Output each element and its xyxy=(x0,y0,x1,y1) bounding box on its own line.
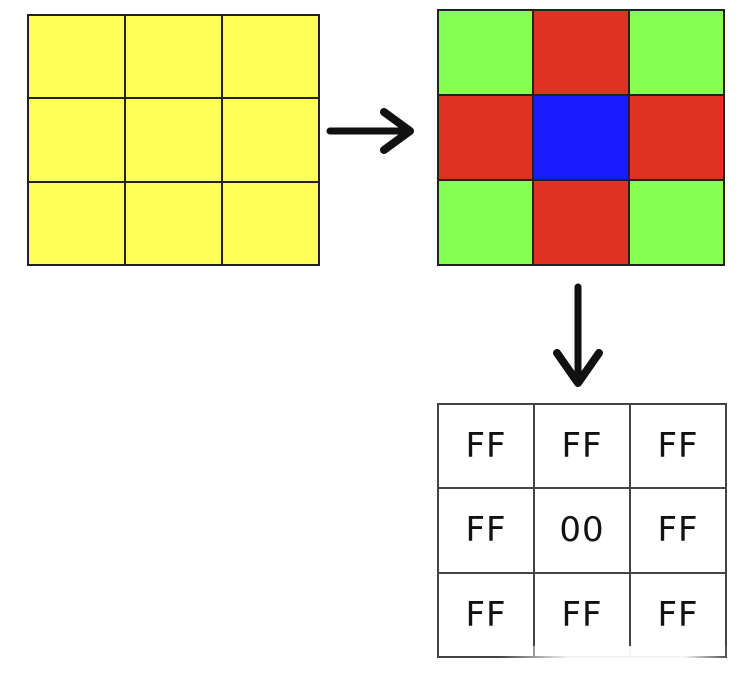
hex-cell: FF xyxy=(630,572,726,657)
input-cell xyxy=(28,181,125,265)
color-filter-grid xyxy=(437,9,725,266)
arrow-right-icon xyxy=(326,108,414,154)
filter-cell xyxy=(628,95,724,180)
input-cell xyxy=(222,98,319,182)
input-cell xyxy=(125,98,222,182)
hex-cell: FF xyxy=(438,572,534,657)
hex-cell: FF xyxy=(630,488,726,573)
filter-cell xyxy=(533,10,629,95)
filter-cell xyxy=(628,180,724,265)
input-cell xyxy=(222,181,319,265)
hex-cell: FF xyxy=(438,488,534,573)
arrow-down-icon xyxy=(553,283,603,387)
filter-cell xyxy=(628,10,724,95)
hex-cell: FF xyxy=(438,404,534,489)
input-cell xyxy=(222,15,319,99)
hex-cell: FF xyxy=(534,572,630,657)
filter-cell xyxy=(533,95,629,180)
filter-cell xyxy=(438,180,534,265)
hex-cell: 00 xyxy=(534,488,630,573)
input-cell xyxy=(28,15,125,99)
hex-cell: FF xyxy=(630,404,726,489)
filter-cell xyxy=(438,10,534,95)
bottom-fade xyxy=(500,646,730,660)
input-cell xyxy=(28,98,125,182)
filter-cell xyxy=(533,180,629,265)
yellow-input-grid xyxy=(27,14,320,266)
filter-cell xyxy=(438,95,534,180)
hex-cell: FF xyxy=(534,404,630,489)
hex-value-grid: FF FF FF FF 00 FF FF FF FF xyxy=(437,403,727,658)
input-cell xyxy=(125,15,222,99)
input-cell xyxy=(125,181,222,265)
